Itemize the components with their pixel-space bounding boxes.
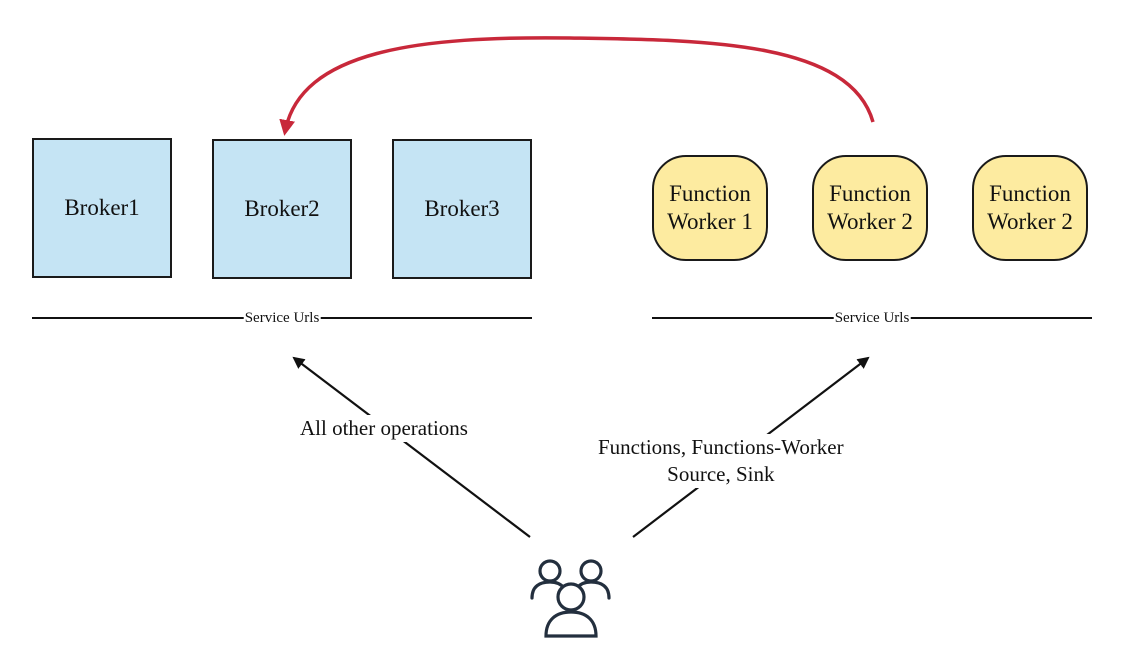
function-worker-3-line1: Function — [989, 181, 1071, 206]
broker-1-box: Broker1 — [32, 138, 172, 278]
function-worker-2-line1: Function — [829, 181, 911, 206]
function-worker-1: Function Worker 1 — [652, 155, 768, 261]
other-operations-arrow — [292, 356, 531, 538]
redirect-arrow — [279, 36, 875, 136]
functions-label-line1: Functions, Functions-Worker — [598, 435, 844, 459]
broker-3-label: Broker3 — [424, 196, 500, 221]
function-worker-3: Function Worker 2 — [972, 155, 1088, 261]
broker-1-label: Broker1 — [64, 195, 140, 220]
broker-2-box: Broker2 — [212, 139, 352, 279]
function-worker-2-line2: Worker 2 — [827, 209, 913, 234]
other-operations-label: All other operations — [300, 415, 468, 442]
function-worker-3-line2: Worker 2 — [987, 209, 1073, 234]
function-worker-2: Function Worker 2 — [812, 155, 928, 261]
broker-3-box: Broker3 — [392, 139, 532, 279]
worker-service-urls-label: Service Urls — [833, 309, 911, 327]
function-worker-1-line1: Function — [669, 181, 751, 206]
other-operations-text: All other operations — [300, 416, 468, 440]
functions-label-line2: Source, Sink — [667, 462, 775, 486]
broker-2-label: Broker2 — [244, 196, 320, 221]
users-group-icon — [530, 559, 611, 638]
function-worker-1-line2: Worker 1 — [667, 209, 753, 234]
broker-service-urls-label: Service Urls — [243, 309, 321, 327]
functions-label: Functions, Functions-Worker Source, Sink — [598, 434, 844, 488]
